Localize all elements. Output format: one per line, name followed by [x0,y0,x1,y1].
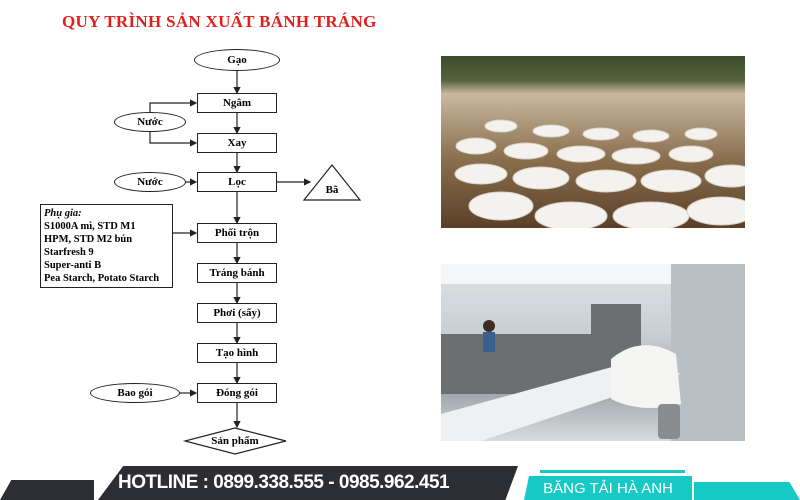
end-product: Sản phẩm [211,435,259,447]
additive-item: HPM, STD M2 bún [44,234,133,245]
input-water-1: Nước [114,112,186,132]
photo-factory-line [441,264,745,441]
step-spread: Tráng bánh [197,263,277,283]
footer-hotline-band [98,466,518,500]
byproduct-label: Bã [325,184,339,196]
input-packaging: Bao gói [90,383,180,403]
brand-accent-line [540,470,685,473]
step-soak: Ngâm [197,93,277,113]
byproduct-triangle [302,164,362,201]
product-diamond [182,427,287,455]
step-pack: Đóng gói [197,383,277,403]
additive-item: Super-anti B [44,260,102,271]
additive-item: Pea Starch, Potato Starch [44,273,160,284]
footer-left-band [0,480,94,500]
additives-box: Phụ gia: S1000A mì, STD M1 HPM, STD M2 b… [40,204,173,288]
step-mix: Phối trộn [197,223,277,243]
brand-label: BĂNG TẢI HÀ ANH [524,476,692,500]
step-filter: Lọc [197,172,277,192]
input-water-2: Nước [114,172,186,192]
step-dry: Phơi (sấy) [197,303,277,323]
step-grind: Xay [197,133,277,153]
page-title: QUY TRÌNH SẢN XUẤT BÁNH TRÁNG [62,12,377,31]
additives-heading: Phụ gia: [44,208,82,219]
photo-drying-racks [441,56,745,228]
start-rice: Gạo [194,49,280,71]
hotline-text: HOTLINE : 0899.338.555 - 0985.962.451 [118,472,450,493]
additive-item: Starfresh 9 [44,247,94,258]
step-shape: Tạo hình [197,343,277,363]
flowchart-connectors [149,71,362,455]
footer-right-band [694,482,800,500]
additive-item: S1000A mì, STD M1 [44,221,136,232]
